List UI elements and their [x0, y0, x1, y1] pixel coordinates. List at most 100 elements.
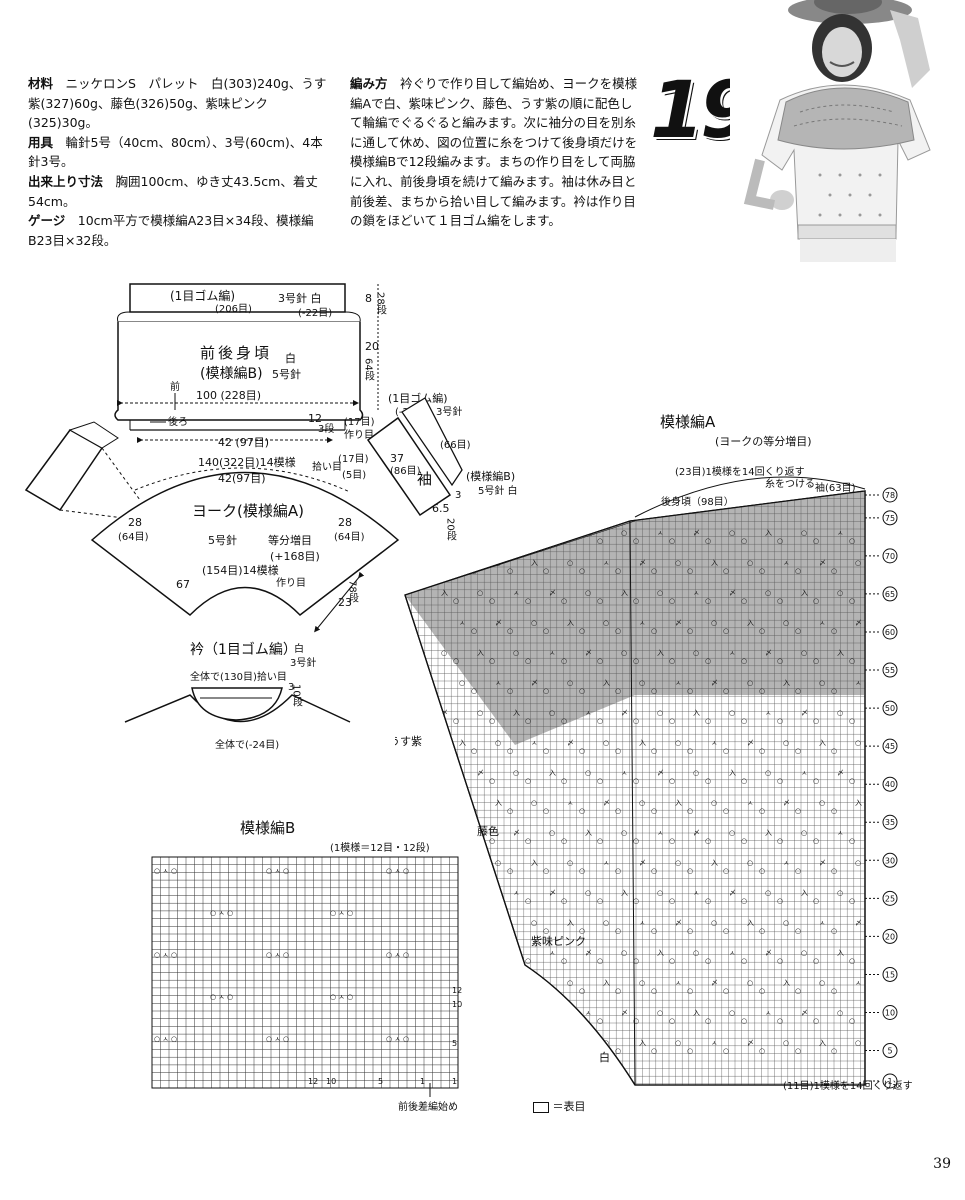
stitch-symbol: ○: [831, 747, 837, 755]
stitch-symbol: 〆: [639, 559, 646, 567]
stitch-symbol: ○: [813, 537, 819, 545]
stitch-symbol: ○: [531, 799, 537, 807]
stitch-symbol: ○: [669, 897, 675, 905]
stitch-symbol: 入: [657, 949, 664, 957]
stitch-symbol: 〆: [783, 799, 790, 807]
stitch-symbol: ○: [759, 567, 765, 575]
stitch-symbol: 入: [783, 679, 790, 687]
stitch-symbol: ○: [471, 867, 477, 875]
stitch-symbol: 〆: [765, 649, 772, 657]
stitch-symbol: ○: [741, 597, 747, 605]
stitch-symbol: ○: [495, 559, 501, 567]
pickup-label: 拾い目: [312, 460, 342, 473]
stitch-symbol: 〆: [495, 619, 502, 627]
stitch-symbol: ○: [621, 529, 627, 537]
stitch-symbol: 入: [621, 589, 628, 597]
stitch-symbol: ○: [615, 687, 621, 695]
stitch-symbol: ○: [507, 747, 513, 755]
sleeve-needle5: 5号針 白: [478, 484, 518, 497]
stitch-symbol: ○: [489, 657, 495, 665]
stitch-symbol: ○: [603, 919, 609, 927]
stitch-symbol: ㅅ: [747, 799, 753, 807]
stitch-symbol: ○: [507, 687, 513, 695]
sleeve-rib-st: (66目): [440, 440, 471, 451]
yoke-side-r-st: (64目): [334, 532, 365, 543]
rib-height: 8: [365, 292, 372, 305]
stitch-symbol: ○: [747, 679, 753, 687]
stitch-symbol: ㅅ: [819, 619, 825, 627]
collar-color: 白: [294, 642, 304, 655]
stitch-symbol: ○: [597, 957, 603, 965]
yoke-side-r: 28: [338, 516, 352, 529]
row-label-circle: [882, 548, 898, 564]
stitch-symbol: 〆: [567, 739, 574, 747]
stitch-symbol: ○: [459, 679, 465, 687]
size-text: 胸囲100cm、ゆき丈43.5cm、着丈54cm。: [28, 173, 318, 209]
stitch-symbol: ○: [639, 979, 645, 987]
stitch-symbol: ○: [675, 559, 681, 567]
stitch-symbol: ○: [579, 927, 585, 935]
stitch-symbol: ○ ㅅ ○: [386, 1035, 409, 1043]
stitch-symbol: 〆: [603, 799, 610, 807]
row-label: 15: [885, 970, 895, 979]
stitch-symbol: ○: [831, 927, 837, 935]
chart-a-sleeve-st: 袖(63目): [815, 481, 856, 494]
size-label: 出来上り寸法: [28, 173, 104, 189]
stitch-symbol: 〆: [729, 889, 736, 897]
row-label: 45: [885, 742, 895, 751]
stitch-symbol: ○: [651, 987, 657, 995]
stitch-symbol: ㅅ: [729, 649, 735, 657]
schematic-diagram: (1目ゴム編) 3号針 白 (206目) (-22目) 前後身頃 (模様編B) …: [24, 283, 518, 751]
row-label-circle: [882, 586, 898, 602]
stitch-symbol: ○: [561, 537, 567, 545]
stitch-symbol: 入: [531, 859, 538, 867]
stitch-symbol: ○: [669, 777, 675, 785]
yoke-side-l-st: (64目): [118, 532, 149, 543]
stitch-symbol: ○: [777, 897, 783, 905]
stitch-symbol: 〆: [693, 529, 700, 537]
stitch-symbol: ○: [849, 777, 855, 785]
stitch-symbol: ○: [795, 807, 801, 815]
stitch-symbol: ○: [507, 627, 513, 635]
rib-rows: 28段: [375, 292, 387, 316]
stitch-symbol: ○: [453, 777, 459, 785]
stitch-symbol: ○: [489, 717, 495, 725]
row-label-circle: [882, 1005, 898, 1021]
stitch-symbol: ○: [669, 537, 675, 545]
stitch-symbol: ○: [489, 537, 495, 545]
stitch-symbol: ○: [441, 649, 447, 657]
stitch-symbol: ○: [675, 859, 681, 867]
hem-st-label: (206目): [215, 304, 252, 315]
stitch-symbol: ㅅ: [531, 1039, 537, 1047]
stitch-symbol: ○: [477, 889, 483, 897]
stitch-symbol: ○: [729, 529, 735, 537]
stitch-symbol: 入: [513, 709, 520, 717]
stitch-symbol: ㅅ: [837, 829, 843, 837]
sleeve-title: 袖: [417, 470, 432, 488]
stitch-symbol: ○: [741, 537, 747, 545]
stitch-symbol: ○: [633, 957, 639, 965]
stitch-symbol: 入: [459, 739, 466, 747]
stitch-symbol: ○: [597, 717, 603, 725]
stitch-symbol: ㅅ: [585, 709, 591, 717]
stitch-symbol: ○: [801, 649, 807, 657]
stitch-symbol: ㅅ: [459, 619, 465, 627]
stitch-symbol: ○: [831, 867, 837, 875]
stitch-symbol: ○: [741, 897, 747, 905]
stitch-symbol: ㅅ: [783, 559, 789, 567]
sleeve-pattern: (模様編B): [466, 469, 515, 483]
chart-a: 模様編A (ヨークの等分増目) (23目)1模様を14回くり返す 糸をつける 後…: [395, 413, 913, 1092]
row-label: 75: [885, 514, 895, 523]
stitch-symbol: ○: [651, 1047, 657, 1055]
stitch-symbol: ○: [723, 1047, 729, 1055]
stitch-symbol: ○: [675, 1039, 681, 1047]
stitch-symbol: ㅅ: [729, 949, 735, 957]
stitch-symbol: ○: [759, 807, 765, 815]
row-label-circle: [882, 1073, 898, 1089]
stitch-symbol: ㅅ: [477, 529, 483, 537]
row-label: 65: [885, 590, 895, 599]
stitch-symbol: ○: [579, 687, 585, 695]
stitch-symbol: ○: [525, 657, 531, 665]
yoke-42: 42(97目): [218, 472, 266, 485]
stitch-symbol: ㅅ: [765, 1009, 771, 1017]
